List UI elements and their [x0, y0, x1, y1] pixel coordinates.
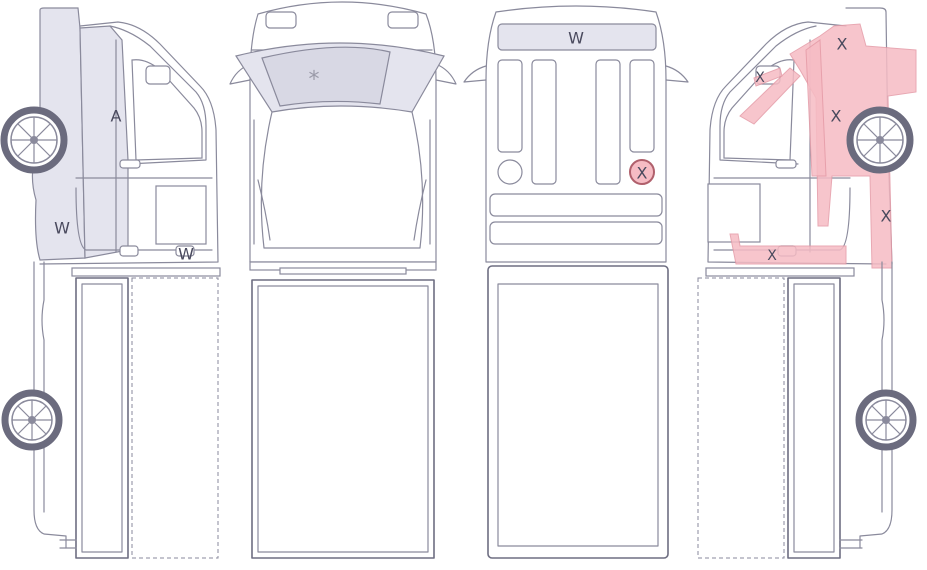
left-step-panel: [155, 185, 207, 245]
rear-bar-lower: [489, 221, 663, 245]
rear-marker-x-circled: X: [637, 164, 648, 183]
right-cab-roofline: [719, 25, 817, 165]
right-cab-rear: [845, 7, 893, 265]
left-chassis-rail-inner: [41, 261, 45, 513]
right-damage-pillar: [805, 39, 827, 177]
left-door-handle: [119, 159, 141, 169]
top-side-lines: [253, 119, 431, 245]
rear-box-inner: [497, 283, 659, 547]
left-box-dashed-area: [131, 277, 219, 559]
right-marker-x-door: X: [755, 70, 765, 86]
right-damage-top-strip: [753, 67, 783, 87]
right-rear-wheel: [855, 389, 917, 451]
right-marker-x-body: X: [881, 207, 892, 226]
left-front-wheel: [0, 106, 68, 174]
top-left-light: [265, 11, 297, 29]
rear-box-outer: [487, 265, 669, 559]
left-lower-door: [75, 187, 213, 251]
top-right-light: [387, 11, 419, 29]
right-chassis-rail: [859, 261, 893, 549]
right-chassis-rail-inner: [881, 261, 885, 513]
right-box-door-inner: [793, 283, 835, 553]
left-box-door-inner: [81, 283, 123, 553]
right-damage-door-strip: [739, 67, 801, 125]
left-cab-roofline: [109, 25, 207, 165]
left-door-shaded-panel: [79, 25, 129, 259]
top-box-outer: [251, 279, 435, 559]
top-cab-outline: [249, 1, 437, 263]
top-roof-outline: [260, 111, 424, 249]
rear-marker-w: W: [568, 29, 584, 48]
right-rear-step: [839, 539, 863, 549]
top-box-inner: [257, 285, 429, 553]
left-window: [131, 59, 203, 161]
rear-bar-upper: [489, 193, 663, 217]
top-marker-asterisk: *: [309, 68, 320, 93]
rear-header-bar: [497, 23, 657, 51]
rear-left-mirror: [463, 65, 487, 83]
rear-slot-1: [497, 59, 523, 153]
right-marker-x-pillar: X: [831, 107, 842, 126]
right-box-dashed-area: [697, 277, 785, 559]
left-lower-handle: [119, 245, 139, 257]
right-box-door-frame: [787, 277, 841, 559]
top-right-mirror: [435, 63, 457, 85]
left-marker-w-side: W: [54, 219, 70, 238]
right-step-panel: [707, 183, 761, 243]
right-marker-x-roof: X: [837, 35, 848, 54]
rear-slot-3: [595, 59, 621, 185]
right-box-top-rail: [705, 267, 855, 277]
rear-view: W X: [463, 5, 689, 559]
rear-slot-4: [629, 59, 655, 153]
rear-left-circle: [497, 159, 523, 185]
right-cab-outline: [707, 21, 887, 265]
right-marker-x-bottom: X: [767, 248, 777, 264]
rear-slot-2: [531, 59, 557, 185]
left-box-door-frame: [75, 277, 129, 559]
rear-right-mirror: [665, 65, 689, 83]
left-cab-outline: [39, 21, 219, 265]
top-view: *: [229, 1, 457, 559]
left-marker-w-bottom: W: [178, 245, 194, 264]
top-door-curves: [257, 179, 427, 241]
left-chassis-rail: [33, 261, 67, 549]
right-door-handle: [775, 159, 797, 169]
top-hitch-bar: [279, 267, 407, 275]
left-rear-step: [59, 539, 77, 549]
right-side-view: X X X X X: [697, 7, 917, 559]
rear-cab-outline: [485, 5, 667, 263]
left-rear-wheel: [1, 389, 63, 451]
left-side-view: A W W: [0, 7, 221, 559]
left-marker-a: A: [111, 107, 122, 126]
top-windshield-inner: [261, 46, 391, 107]
rear-right-circle-damage: [629, 159, 655, 185]
left-lower-handle-2: [175, 245, 195, 257]
right-damage-bottom: [729, 233, 847, 265]
left-mirror: [145, 65, 171, 85]
right-front-wheel: [846, 106, 914, 174]
left-box-top-rail: [71, 267, 221, 277]
